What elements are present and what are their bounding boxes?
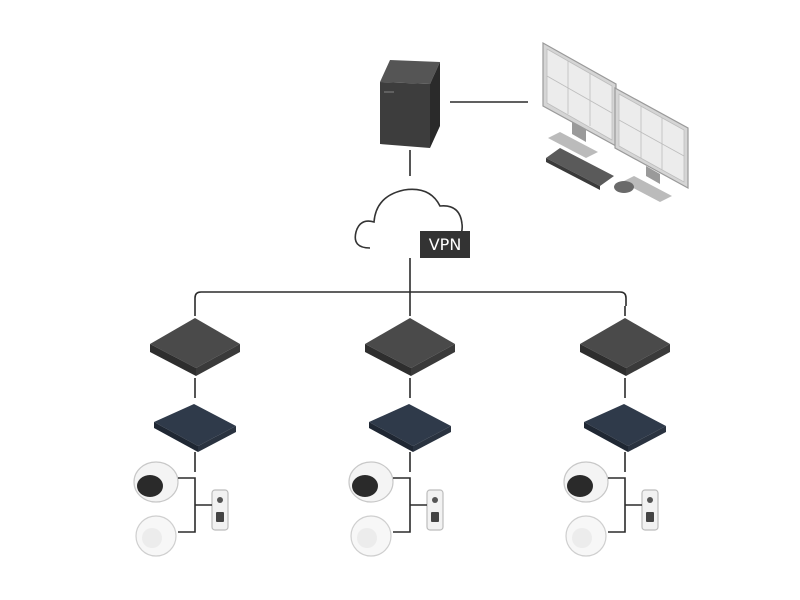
distribution-bus-line bbox=[194, 291, 627, 306]
dome-camera-icon bbox=[348, 461, 394, 503]
site-1 bbox=[133, 306, 240, 557]
door-intercom-icon bbox=[641, 489, 659, 531]
keyboard-icon bbox=[546, 148, 614, 190]
poe-switch-icon bbox=[369, 404, 451, 452]
site-3 bbox=[563, 306, 670, 557]
mouse-icon bbox=[614, 181, 634, 193]
connection-lines bbox=[194, 101, 627, 306]
rack-recorder-icon bbox=[365, 318, 455, 376]
site-groups bbox=[133, 306, 670, 557]
poe-switch-icon bbox=[154, 404, 236, 452]
dome-camera-icon bbox=[133, 461, 179, 503]
rack-recorder-icon bbox=[150, 318, 240, 376]
vpn-label: VPN bbox=[429, 235, 462, 254]
fisheye-camera-icon bbox=[135, 515, 177, 557]
door-intercom-icon bbox=[211, 489, 229, 531]
site-lines bbox=[178, 306, 212, 533]
site-2 bbox=[348, 306, 455, 557]
dual-monitor-workstation-icon bbox=[542, 41, 689, 202]
site-lines bbox=[393, 306, 427, 533]
rack-recorder-icon bbox=[580, 318, 670, 376]
fisheye-camera-icon bbox=[350, 515, 392, 557]
vpn-badge: VPN bbox=[420, 231, 470, 258]
door-intercom-icon bbox=[426, 489, 444, 531]
site-lines bbox=[608, 306, 642, 533]
fisheye-camera-icon bbox=[565, 515, 607, 557]
poe-switch-icon bbox=[584, 404, 666, 452]
dome-camera-icon bbox=[563, 461, 609, 503]
tower-server-icon bbox=[380, 60, 440, 148]
